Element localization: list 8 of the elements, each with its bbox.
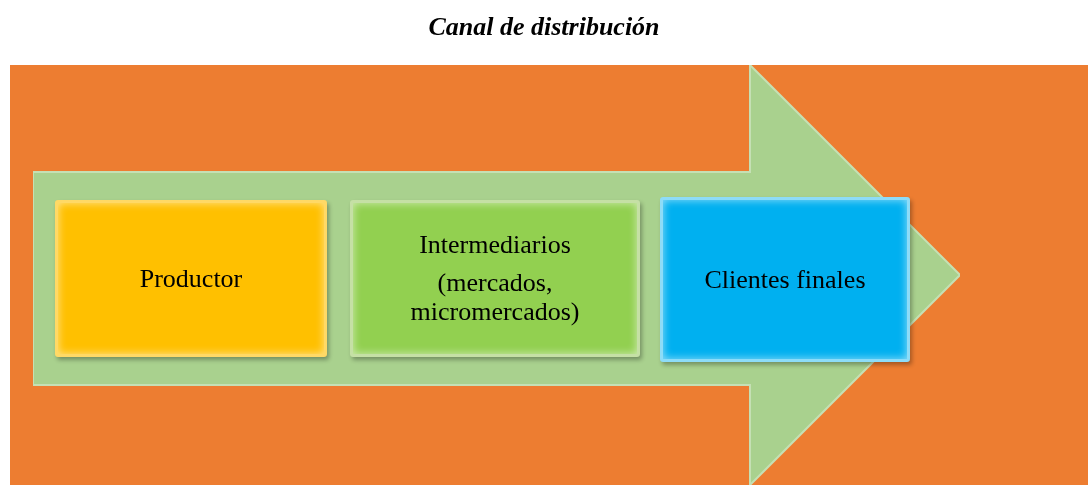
box-text: (mercados, micromercados) [409, 267, 581, 328]
process-box [55, 200, 327, 357]
box-text: Intermediarios [418, 229, 572, 260]
process-box [660, 197, 910, 362]
box-text: Productor [138, 263, 244, 294]
box-text: Clientes finales [703, 264, 867, 295]
diagram-title: Canal de distribución [427, 12, 661, 42]
process-box [350, 200, 640, 357]
